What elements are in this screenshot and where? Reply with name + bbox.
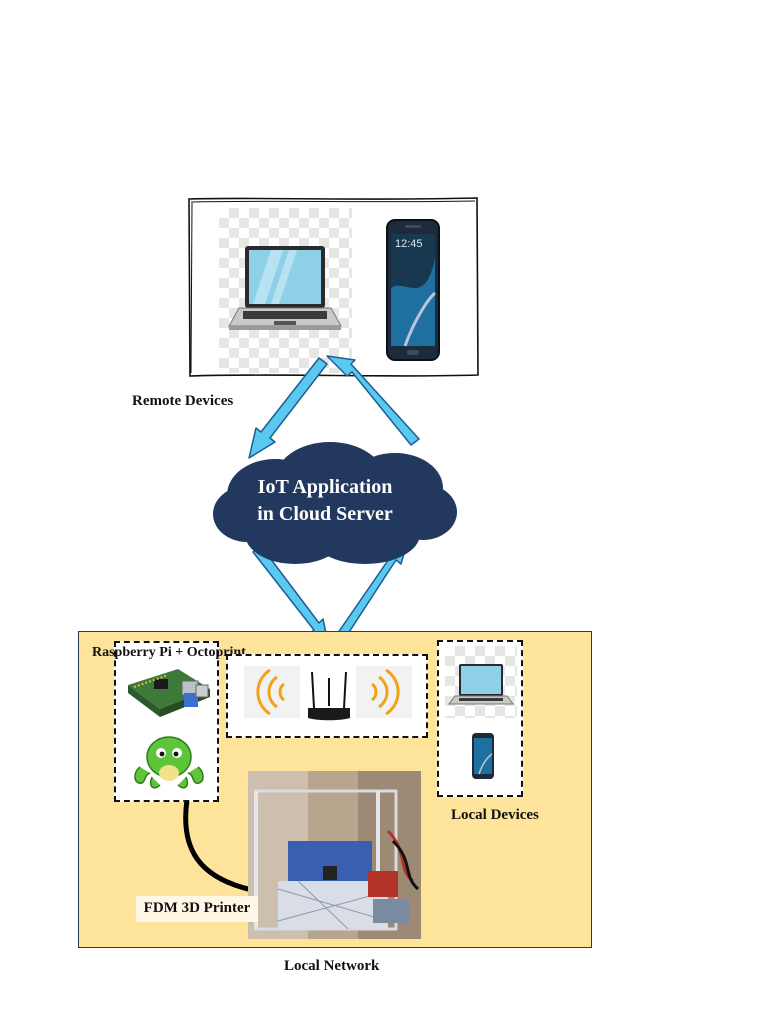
remote-phone-image: 12:45	[385, 218, 441, 362]
smartphone-icon	[386, 219, 440, 361]
raspberry-octoprint-box	[114, 641, 219, 802]
remote-devices-label: Remote Devices	[132, 393, 234, 409]
arrow-remote-to-cloud	[248, 357, 328, 459]
laptop-icon	[228, 246, 342, 330]
phone-clock: 12:45	[395, 238, 423, 250]
3d-printer-photo	[248, 771, 421, 939]
laptop-icon	[448, 664, 514, 705]
cloud-icon	[213, 442, 457, 564]
remote-laptop-image	[219, 208, 352, 373]
wifi-waves-left	[244, 666, 300, 718]
wifi-waves-right	[356, 666, 412, 718]
smartphone-icon	[472, 733, 494, 779]
cloud-server-label: IoT Application in Cloud Server	[215, 474, 435, 528]
3d-printer-illustration	[248, 771, 421, 939]
octoprint-octopus-icon	[134, 736, 204, 789]
raspberry-octoprint-label: Raspberry Pi + Octoprint	[92, 645, 246, 660]
wifi-signal-right-icon	[370, 668, 400, 716]
fdm-printer-label: FDM 3D Printer	[136, 896, 258, 922]
cloud-label-line1: IoT Application	[257, 476, 393, 498]
local-devices-box	[437, 640, 523, 797]
raspberry-pi-board-icon	[128, 669, 210, 717]
local-network-label: Local Network	[284, 958, 380, 974]
cloud-label-line2: in Cloud Server	[257, 503, 393, 525]
wifi-signal-left-icon	[256, 668, 286, 716]
router-box	[226, 654, 428, 738]
local-devices-label: Local Devices	[451, 807, 539, 823]
wifi-router-icon	[308, 671, 350, 721]
arrow-cloud-to-remote	[326, 355, 420, 446]
local-laptop-image	[445, 646, 517, 718]
